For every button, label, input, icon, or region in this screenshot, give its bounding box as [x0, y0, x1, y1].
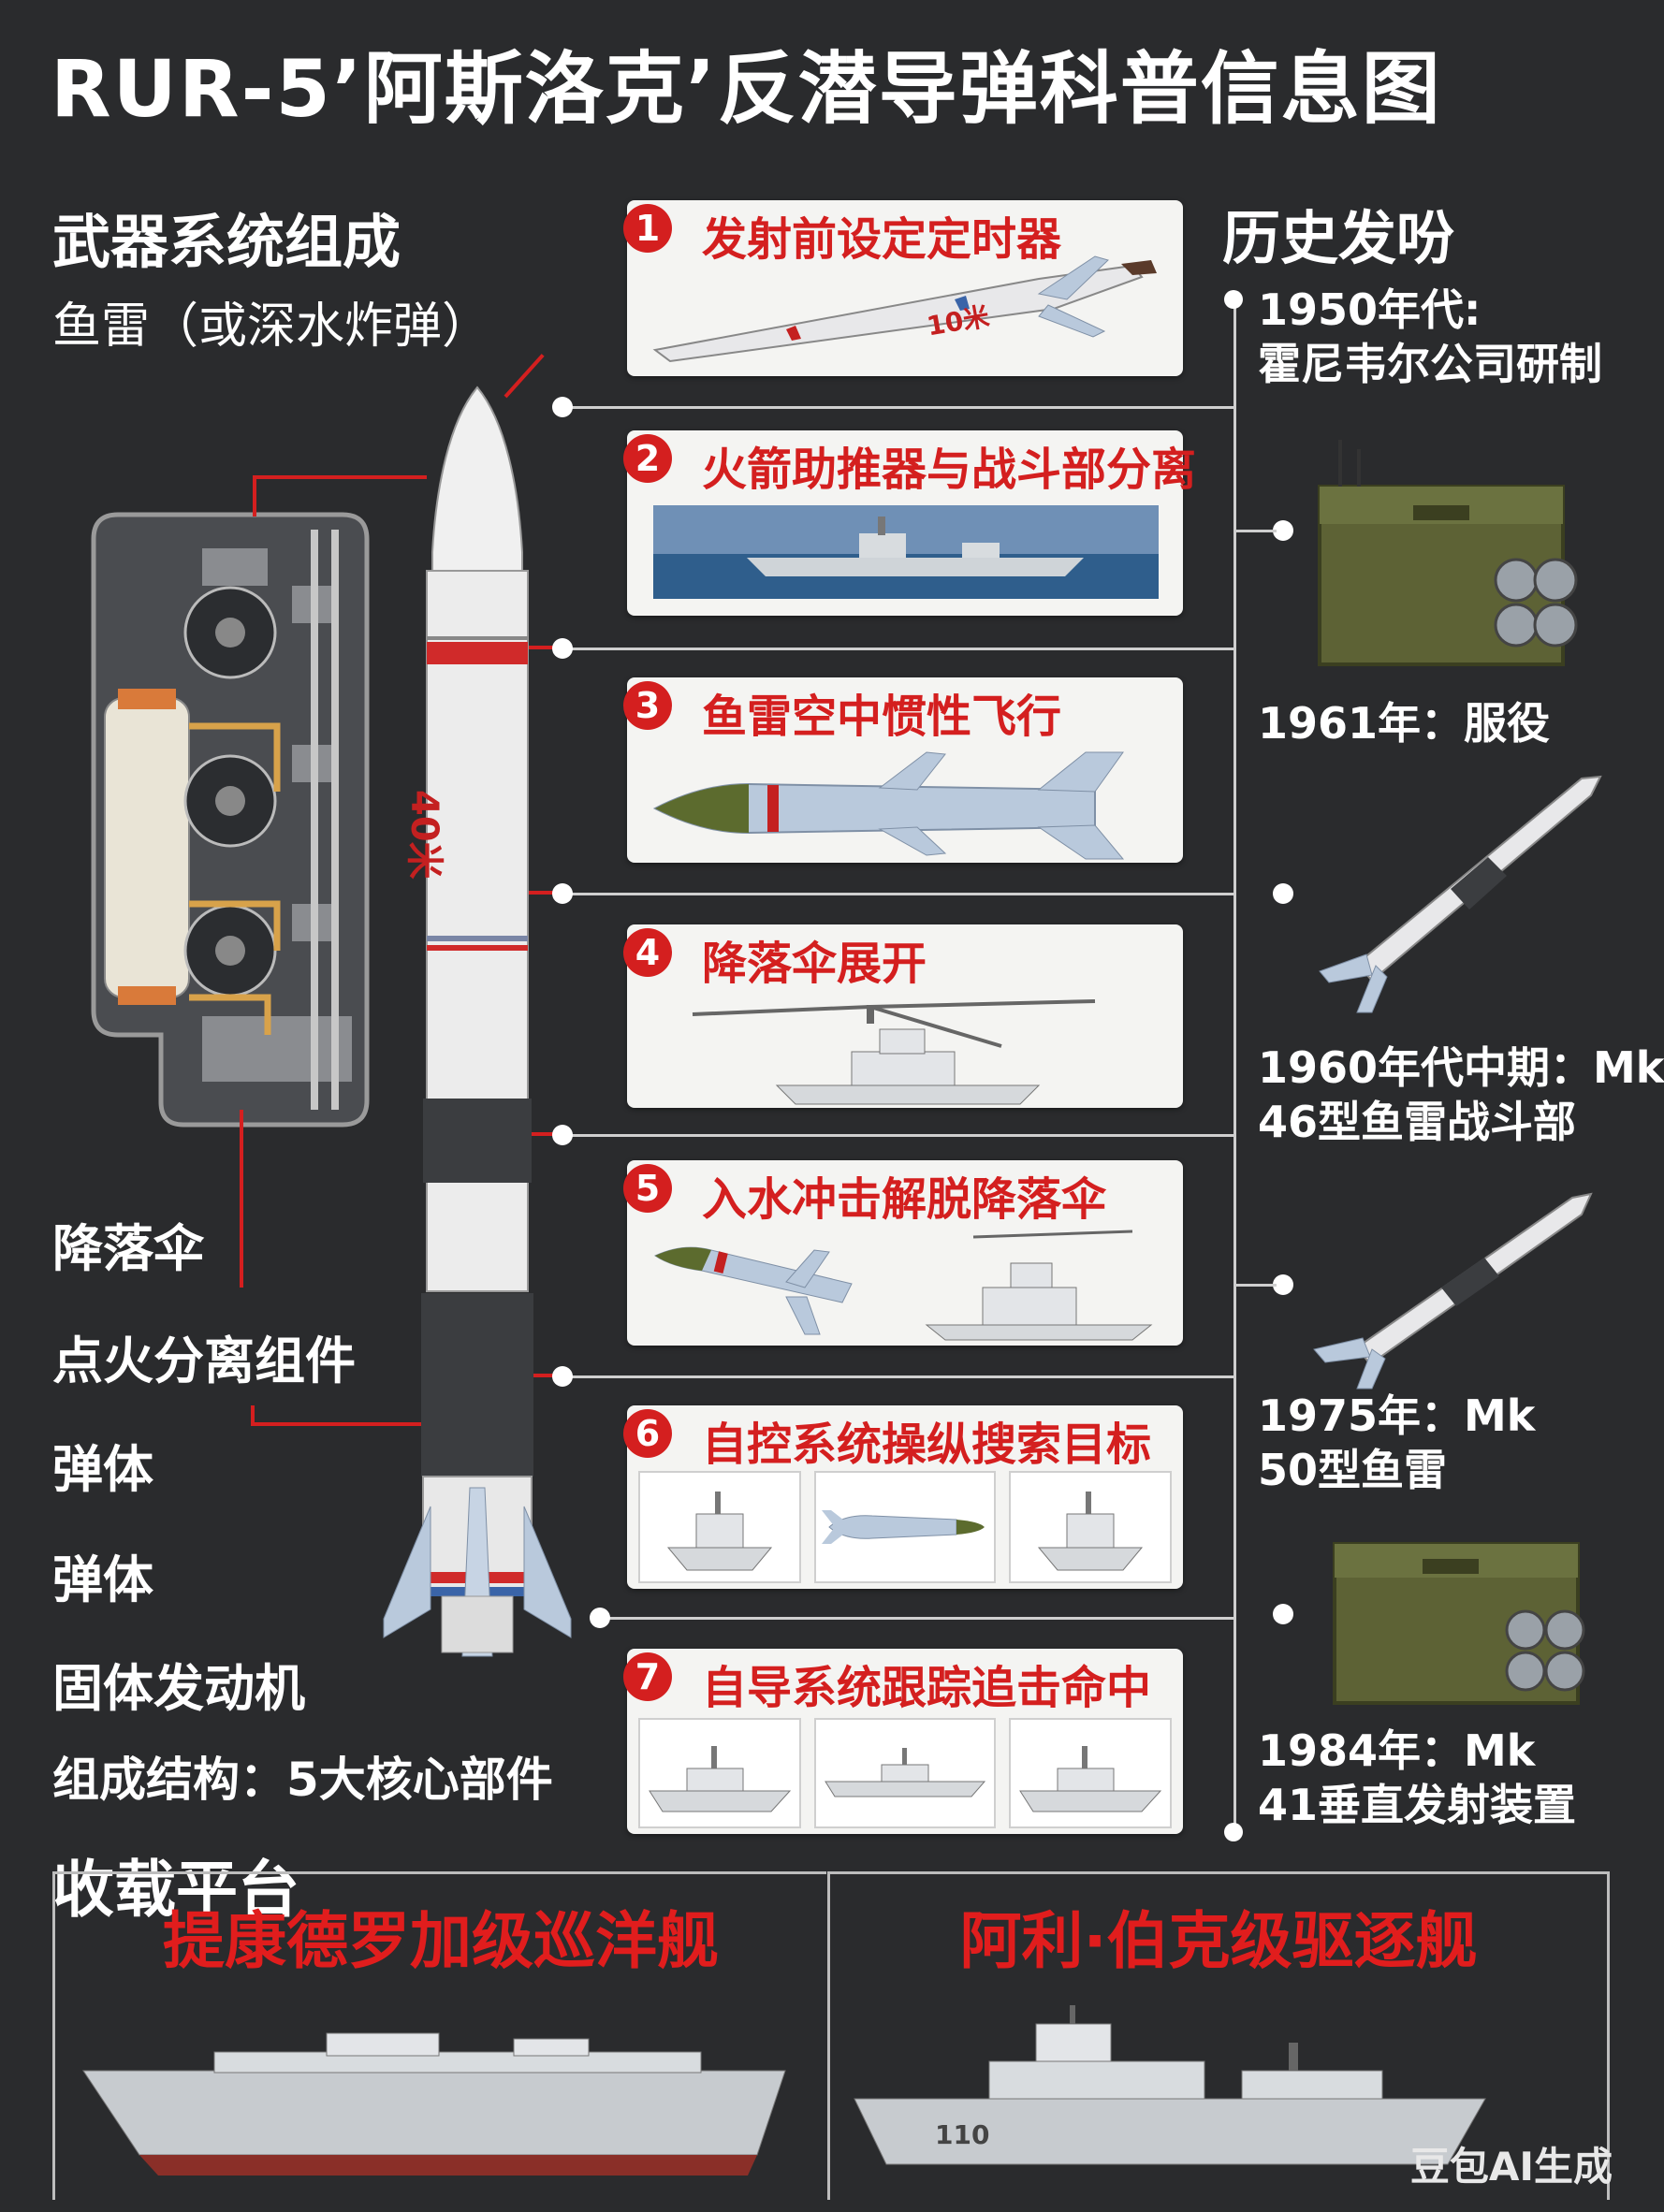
missile-icon — [1313, 1192, 1593, 1390]
watermark: 豆包AI生成 — [1409, 2144, 1613, 2190]
timeline-dot — [1273, 1274, 1293, 1295]
connector-line — [562, 648, 1235, 650]
step-title: 入水冲击解脱降落伞 — [702, 1173, 1107, 1226]
step-card-2: 2 火箭助推器与战斗部分离 — [623, 430, 1196, 616]
helicopter-ship-icon — [692, 999, 1096, 1105]
connector-line — [562, 893, 1235, 895]
history-item-1960s-mid: 1960年代中期：Mk 46型鱼雷战斗部 — [1258, 1042, 1664, 1147]
leader-line — [251, 1405, 255, 1426]
step-title: 发射前设定定时器 — [702, 213, 1062, 266]
step-title: 自导系统跟踪追击命中 — [702, 1662, 1152, 1714]
cruiser-illustration — [82, 2032, 786, 2176]
platforms-heading: 收载平台 — [52, 1854, 299, 1926]
step-title: 火箭助推器与战斗部分离 — [702, 444, 1197, 496]
connector-dot — [552, 638, 573, 659]
leader-line — [505, 891, 562, 895]
step-number: 3 — [623, 681, 672, 730]
platform-title: 阿利·伯克级驱逐舰 — [959, 1905, 1478, 1977]
step-card-4: 4 降落伞展开 — [623, 924, 1183, 1108]
timeline-dot — [1273, 520, 1293, 541]
system-heading: 武器系统组成 — [52, 208, 401, 276]
label-body: 弹体 — [52, 1550, 153, 1609]
torpedo-thumbnail — [814, 1471, 996, 1583]
timeline-axis — [1233, 294, 1236, 1840]
leader-line — [240, 1110, 243, 1288]
history-heading: 历史发吩 — [1222, 204, 1455, 272]
timeline-dot — [1224, 1823, 1243, 1841]
label-structure: 组成结构：5大核心部件 — [52, 1753, 553, 1807]
leader-line — [253, 475, 427, 479]
system-subheading: 鱼雷（或深水炸弹） — [52, 298, 491, 355]
connector-line — [562, 1375, 1235, 1378]
page-title: RUR-5’阿斯洛克’反潜导弹科普信息图 — [51, 43, 1442, 135]
missile-icon — [1319, 775, 1602, 1013]
missile-marking: 40米 — [402, 790, 445, 880]
missile-side-icon — [652, 255, 1157, 363]
connector-dot — [552, 1125, 573, 1145]
torpedo-flight-icon — [652, 751, 1125, 860]
connector-line — [562, 406, 1235, 409]
step-card-1: 1 发射前设定定时器 10米 — [623, 200, 1183, 376]
step-number: 2 — [623, 434, 672, 483]
leader-line — [251, 1422, 425, 1426]
leader-line — [520, 1374, 562, 1377]
timeline-dot — [1224, 290, 1243, 309]
history-item-1975: 1975年：Mk 50型鱼雷 — [1258, 1390, 1536, 1495]
torpedo-water-entry-icon — [653, 1230, 1153, 1341]
connector-dot — [552, 1366, 573, 1387]
history-item-1984: 1984年：Mk 41垂直发射装置 — [1258, 1725, 1577, 1830]
connector-dot — [590, 1608, 610, 1628]
timeline-dot — [1273, 1604, 1293, 1624]
step-title: 降落伞展开 — [702, 938, 927, 990]
step-card-7: 7 自导系统跟踪追击命中 — [623, 1649, 1183, 1834]
ship-at-sea-image — [653, 505, 1159, 599]
timeline-tick — [1235, 1284, 1277, 1287]
destroyer-illustration — [854, 2005, 1486, 2165]
system-schematic — [90, 511, 371, 1128]
step-card-3: 3 鱼雷空中惯性飞行 — [623, 677, 1183, 863]
label-parachute: 降落伞 — [52, 1219, 204, 1278]
step-title: 自控系统操纵搜索目标 — [702, 1419, 1152, 1471]
step-card-5: 5 入水冲击解脱降落伞 — [623, 1160, 1183, 1346]
history-item-1961: 1961年：服役 — [1258, 698, 1551, 749]
leader-line — [505, 1132, 562, 1136]
label-solid-motor: 固体发动机 — [52, 1659, 305, 1718]
launcher-box-icon — [1318, 440, 1578, 666]
ship-thumbnail — [1009, 1718, 1172, 1828]
leader-line — [253, 475, 256, 517]
step-number: 4 — [623, 928, 672, 977]
ship-thumbnail — [814, 1718, 996, 1828]
connector-dot — [552, 397, 573, 417]
ship-thumbnail — [1009, 1471, 1172, 1583]
step-number: 6 — [623, 1409, 672, 1458]
ship-thumbnail — [638, 1471, 801, 1583]
connector-line — [562, 1134, 1235, 1137]
step-title: 鱼雷空中惯性飞行 — [702, 691, 1062, 743]
connector-line — [599, 1617, 1235, 1620]
ship-thumbnail — [638, 1718, 801, 1828]
step-card-6: 6 自控系统操纵搜索目标 — [623, 1405, 1183, 1589]
label-ignition-separation: 点火分离组件 — [52, 1332, 356, 1390]
history-item-1950s: 1950年代: 霍尼韦尔公司研制 — [1258, 284, 1602, 389]
missile-illustration — [374, 384, 580, 1675]
hull-number: 110 — [935, 2119, 990, 2150]
launcher-box-icon — [1333, 1542, 1585, 1705]
step-number: 5 — [623, 1164, 672, 1213]
leader-line — [505, 646, 562, 649]
timeline-tick — [1235, 530, 1277, 532]
platform-title: 提康德罗加级巡洋舰 — [163, 1905, 719, 1977]
step-number: 1 — [623, 204, 672, 253]
platform-ticonderoga: 提康德罗加级巡洋舰 — [52, 1871, 826, 2200]
step-number: 7 — [623, 1652, 672, 1701]
platform-arleigh-burke: 阿利·伯克级驱逐舰 110 — [827, 1871, 1610, 2200]
connector-dot — [552, 883, 573, 904]
label-body: 弹体 — [52, 1440, 153, 1499]
timeline-dot — [1273, 883, 1293, 904]
